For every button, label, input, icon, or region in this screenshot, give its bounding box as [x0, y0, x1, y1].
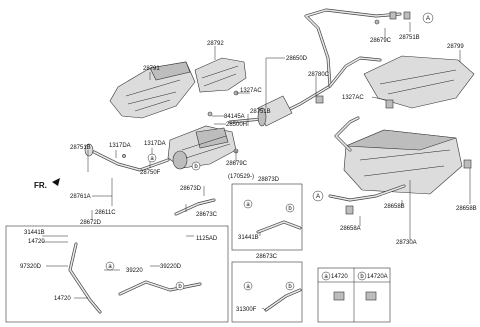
label-31300f: 31300F — [236, 307, 257, 313]
label-31441b-detail: 31441B — [238, 235, 259, 241]
label-170529: (170529-) — [228, 174, 254, 180]
clamp-14720 — [333, 291, 345, 301]
legend-label-14720a: 14720A — [367, 274, 388, 280]
label-28751b-top: 28751B — [399, 35, 420, 41]
label-39220d: 39220D — [160, 264, 182, 270]
label-28761a: 28761A — [70, 194, 91, 200]
label-28792: 28792 — [207, 41, 224, 47]
front-direction-indicator: FR. — [34, 178, 60, 190]
label-28873d: 28873D — [258, 177, 280, 183]
marker-A-mid: A — [316, 194, 320, 200]
label-1327ac-rear: 1327AC — [342, 95, 364, 101]
center-muffler — [257, 95, 293, 127]
front-direction-label: FR. — [34, 181, 47, 190]
catalytic-converter — [167, 125, 237, 170]
label-39220: 39220 — [126, 268, 143, 274]
clamp-14720a — [365, 291, 377, 301]
label-1327ac-front: 1327AC — [240, 88, 262, 94]
front-arrow-icon — [52, 178, 60, 186]
detail-box-28673c — [231, 261, 303, 323]
marker-b-hose: b — [178, 284, 182, 290]
label-28658b-left: 28658B — [384, 204, 405, 210]
label-1125ad: 1125AD — [196, 236, 218, 242]
marker-b-28673c: b — [288, 284, 292, 290]
label-14720-lower: 14720 — [54, 296, 71, 302]
label-97320d: 97320D — [20, 264, 42, 270]
marker-a-front-pipe: a — [150, 156, 154, 162]
label-28730a: 28730A — [396, 240, 417, 246]
heat-shield-rear — [363, 55, 475, 109]
marker-a-28873d: a — [246, 202, 250, 208]
front-pipe — [84, 143, 216, 216]
legend-marker-b: b — [360, 274, 364, 280]
label-28791: 28791 — [143, 66, 160, 72]
legend-marker-a: a — [324, 274, 328, 280]
label-28799: 28799 — [447, 44, 464, 50]
label-28780c: 28780C — [308, 72, 330, 78]
label-28673c-detail: 28673C — [256, 254, 278, 260]
rear-muffler — [328, 99, 472, 215]
label-28750f: 28750F — [140, 170, 161, 176]
marker-A-top: A — [426, 16, 430, 22]
label-28673c: 28673C — [196, 212, 218, 218]
label-14720-upper: 14720 — [28, 239, 45, 245]
detail-box-left — [5, 225, 229, 323]
label-31441b-hose: 31441B — [24, 230, 45, 236]
label-28751b-front: 28751B — [70, 145, 91, 151]
marker-a-hose: a — [108, 264, 112, 270]
exhaust-pipe-upper — [228, 8, 402, 124]
label-28658b-right: 28658B — [456, 206, 477, 212]
marker-b-28873d: b — [288, 206, 292, 212]
label-28658a: 28658A — [340, 226, 361, 232]
legend-label-14720: 14720 — [331, 274, 348, 280]
label-28751b-center: 28751B — [250, 109, 271, 115]
label-28611c: 28611C — [95, 210, 116, 216]
leader-lines — [42, 22, 471, 311]
label-28650d: 28650D — [286, 56, 308, 62]
label-28672d: 28672D — [80, 220, 102, 226]
label-28679c-top: 28679C — [370, 38, 392, 44]
label-28679c-front: 28679C — [226, 161, 248, 167]
label-1317da-right: 1317DA — [144, 141, 166, 147]
heat-protector-front — [109, 57, 247, 119]
marker-letters: A A a b a b a b a b a b — [108, 16, 430, 290]
marker-circles — [105, 12, 434, 291]
part-labels: 28792 28791 1327AC 84145A 28500H 28650D … — [20, 35, 477, 313]
detail-box-28873d — [231, 183, 303, 251]
marker-b-front-pipe: b — [194, 164, 198, 170]
label-84145a: 84145A — [224, 114, 245, 120]
label-28673d: 28673D — [180, 186, 202, 192]
label-28500h: 28500H — [226, 122, 247, 128]
label-1317da-left: 1317DA — [109, 143, 131, 149]
marker-a-28673c: a — [246, 284, 250, 290]
